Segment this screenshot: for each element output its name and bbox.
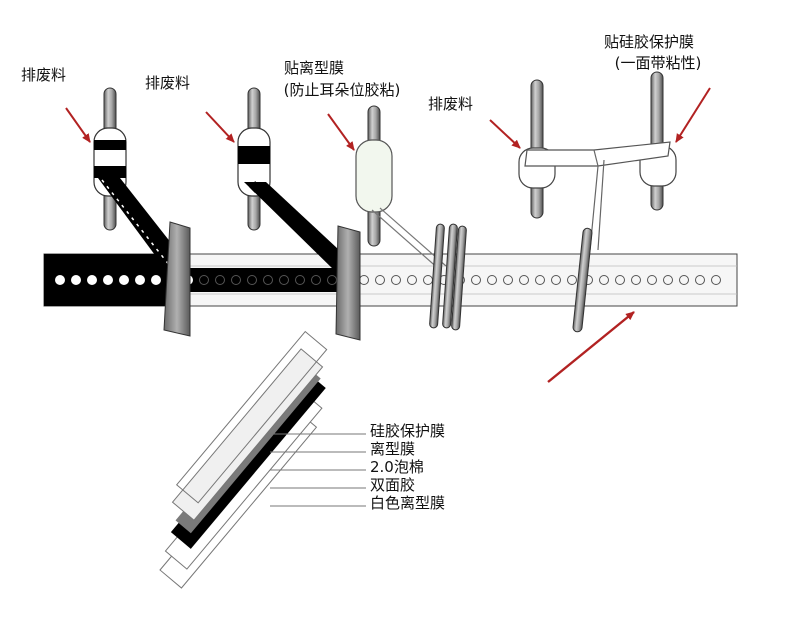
strip-hole [503,275,513,285]
strip-hole [631,275,641,285]
material-strip [43,253,738,307]
strip-hole [487,275,497,285]
waste-belt-1 [98,178,186,270]
strip-hole [551,275,561,285]
strip-hole [311,275,321,285]
waste-label-3: 排废料 [428,95,474,113]
strip-hole [663,275,673,285]
strip-hole [535,275,545,285]
strip-hole [119,275,129,285]
strip-hole [151,275,161,285]
waste-label-1: 排废料 [21,66,67,84]
strip-hole [391,275,401,285]
strip-hole [567,275,577,285]
strip-hole [87,275,97,285]
release-film-note: (防止耳朵位胶粘) [283,81,401,99]
strip-hole [711,275,721,285]
silicone-film-title: 贴硅胶保护膜 [603,33,695,51]
roller-3 [355,105,393,247]
roller-2 [237,87,271,231]
waste-label-2: 排废料 [145,74,191,92]
silicone-film-note: (一面带粘性) [614,54,702,72]
layer-stack [159,330,366,589]
strip-hole [647,275,657,285]
strip-hole [279,275,289,285]
strip-hole [71,275,81,285]
strip-hole [295,275,305,285]
strip-holes [55,275,721,285]
cutter-1 [163,221,191,337]
release-film-title: 贴离型膜 [283,59,345,77]
strip-hole [471,275,481,285]
roller-4-left [518,79,556,219]
strip-hole [55,275,65,285]
strip-hole [519,275,529,285]
legend-item-foam: 2.0泡棉 [370,458,424,476]
strip-hole [695,275,705,285]
legend-item-silicone-film: 硅胶保护膜 [370,422,446,440]
waste-belt-2 [244,181,352,272]
cutter-2 [335,225,361,341]
legend-item-release-film: 离型膜 [370,440,416,458]
strip-hole [199,275,209,285]
strip-hole [615,275,625,285]
strip-hole [103,275,113,285]
strip-hole [231,275,241,285]
strip-hole [407,275,417,285]
lamination-rods [429,223,593,333]
strip-hole [263,275,273,285]
strip-hole [599,275,609,285]
strip-hole [135,275,145,285]
legend-lines [270,433,366,507]
strip-hole [679,275,689,285]
indicator-arrows [65,87,711,383]
legend-item-double-sided-tape: 双面胶 [370,476,416,494]
legend-item-white-release-film: 白色离型膜 [370,494,446,512]
strip-hole [215,275,225,285]
film-lines [371,141,671,271]
roller-4-right [639,71,677,211]
strip-hole [375,275,385,285]
strip-hole [247,275,257,285]
